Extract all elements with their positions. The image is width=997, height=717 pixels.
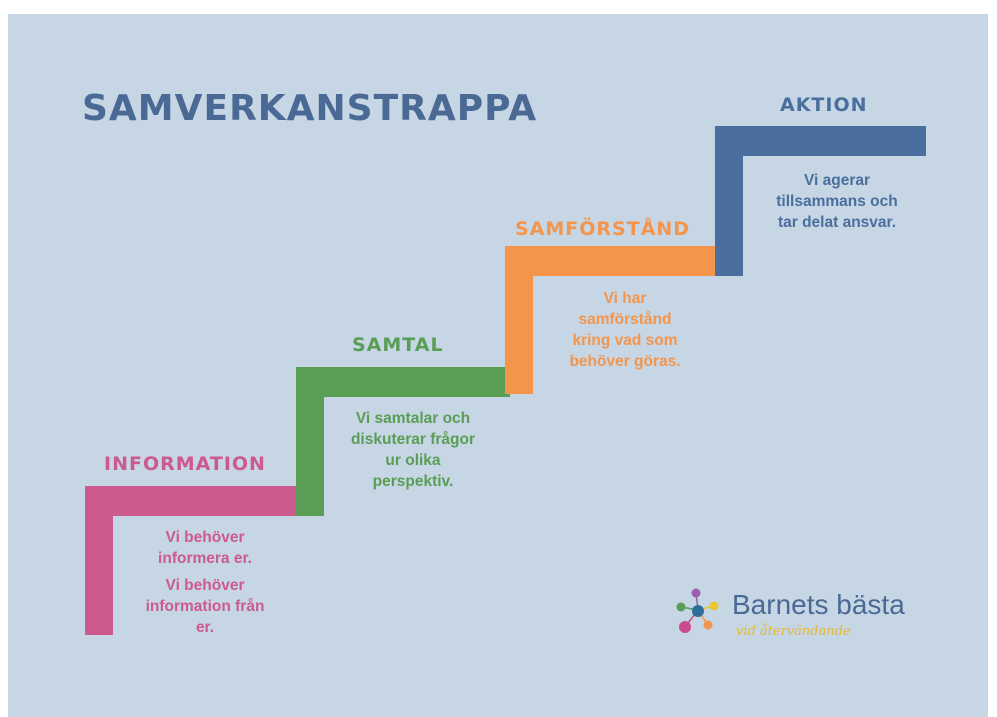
step-aktion-tread xyxy=(715,126,926,156)
step-samforstand-tread xyxy=(505,246,719,276)
logo-dot xyxy=(676,602,686,612)
step-samtal-label: SAMTAL xyxy=(352,334,444,356)
step-samforstand-desc-line: Vi har samförstånd kring vad som behöver… xyxy=(569,290,681,370)
step-samforstand-label: SAMFÖRSTÅND xyxy=(515,218,691,240)
step-information-description: Vi behöver informera er. Vi behöver info… xyxy=(125,527,285,638)
step-information-desc-line: Vi behöver informera er. xyxy=(158,529,252,567)
logo-dot xyxy=(679,621,691,633)
network-dots-icon xyxy=(676,588,719,633)
logo-dot xyxy=(703,620,713,630)
logo-dot xyxy=(692,605,704,617)
step-samforstand-description: Vi har samförstånd kring vad som behöver… xyxy=(545,288,705,372)
step-information-desc-line: Vi behöver information från er. xyxy=(145,577,265,636)
step-information-label: INFORMATION xyxy=(104,453,266,475)
step-aktion-desc-line: Vi agerar tillsammans och tar delat ansv… xyxy=(776,172,898,231)
logo-dot xyxy=(691,588,701,598)
step-aktion-label: AKTION xyxy=(780,94,868,116)
step-samtal-tread xyxy=(296,367,510,397)
step-information-tread xyxy=(85,486,298,516)
step-samtal-desc-line: Vi samtalar och diskuterar frågor ur oli… xyxy=(350,410,476,490)
page-title: SAMVERKANSTRAPPA xyxy=(82,88,538,129)
logo-name: Barnets bästa xyxy=(732,589,905,620)
logo-tagline: vid återvändande xyxy=(736,624,851,639)
step-samtal-description: Vi samtalar och diskuterar frågor ur oli… xyxy=(333,408,493,492)
step-aktion-description: Vi agerar tillsammans och tar delat ansv… xyxy=(752,170,922,233)
logo-dot xyxy=(709,601,719,611)
barnets-basta-logo: Barnets bästa vid återvändande xyxy=(672,585,942,645)
